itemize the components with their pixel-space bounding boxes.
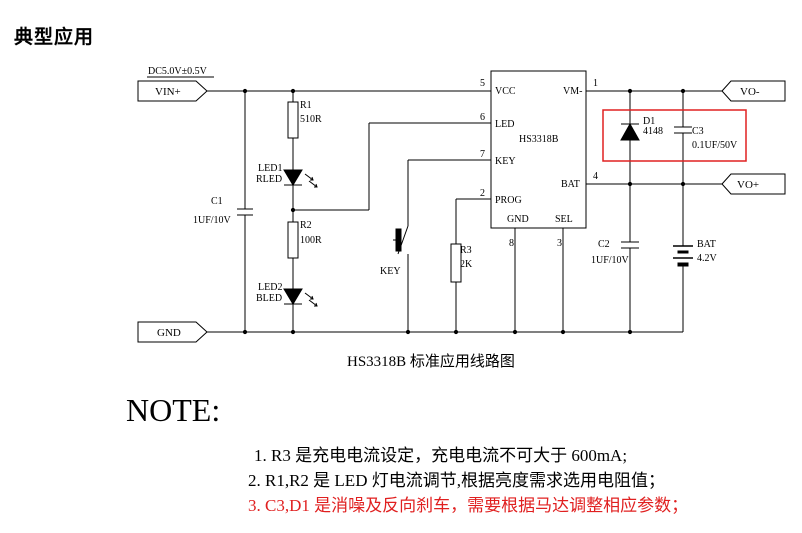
r1-ref: R1 [300,100,312,111]
pin-number-prog: 2 [480,188,485,199]
c2-value: 1UF/10V [591,255,630,266]
r2-value: 100R [300,235,322,246]
led1-emission-arrowhead [314,183,318,188]
vo-plus-label: VO+ [737,179,759,191]
ic-pin-vcc: VCC [495,86,516,97]
vo-plus-port [721,173,786,195]
led2-emission-arrowhead [314,302,318,307]
c2-ref: C2 [598,239,610,250]
r2-ref: R2 [300,220,312,231]
ic-pin-prog: PROG [495,195,522,206]
led2-diode [283,288,303,305]
junction-dot [627,181,633,187]
junction-dot [290,207,296,213]
bat-plate-short-2 [677,262,689,267]
key-label: KEY [380,266,401,277]
junction-dot [405,329,411,335]
led1-name: RLED [256,174,282,185]
junction-dot [290,329,296,335]
ic-pin-gnd: GND [507,214,529,225]
ic-pin-key: KEY [495,156,516,167]
led2-emission-arrow [304,292,314,300]
vin-port-label: VIN+ [155,86,181,98]
section-heading: 典型应用 [14,26,95,48]
gnd-port [137,321,208,343]
led2-name: BLED [256,293,282,304]
vo-minus-label: VO- [740,86,760,98]
junction-dot [453,329,459,335]
r3-ref: R3 [460,245,472,256]
input-spec-label: DC5.0V±0.5V [148,66,208,77]
d1-value: 4148 [643,126,663,137]
r1-value: 510R [300,114,322,125]
bat-ref: BAT [697,239,716,250]
pin-number-key: 7 [480,149,485,160]
c3-ref: C3 [692,126,704,137]
bat-value: 4.2V [697,253,718,264]
pin-number-vcc: 5 [480,78,485,89]
note-item: 2. R1,R2 是 LED 灯电流调节,根据亮度需求选用电阻值； [248,471,665,490]
led2-emission-arrow [308,299,318,307]
c3-d1-highlight-box [602,109,747,162]
c1-ref: C1 [211,196,223,207]
ic-name: HS3318B [519,134,559,145]
gnd-port-label: GND [157,327,181,339]
led1-diode [283,169,303,186]
junction-dot [680,181,686,187]
pin-number-sel: 3 [557,238,562,249]
led2-emission-arrowhead [310,295,314,300]
junction-dot [512,329,518,335]
ic-body [490,70,587,229]
led2-ref: LED2 [258,282,282,293]
c3-value: 0.1UF/50V [692,140,738,151]
junction-dot [242,329,248,335]
vin-port [137,80,208,102]
junction-dot [680,88,686,94]
note-title: NOTE: [126,392,221,428]
led1-ref: LED1 [258,163,282,174]
led1-emission-arrow [304,173,314,181]
note-item-highlighted: 3. C3,D1 是消噪及反向刹车，需要根据马达调整相应参数； [248,496,689,515]
r2-resistor [287,221,299,259]
c1-value: 1UF/10V [193,215,232,226]
r1-resistor [287,101,299,139]
junction-dot [627,329,633,335]
led1-emission-arrow [308,180,318,188]
d1-diode [620,122,640,141]
junction-dot [242,88,248,94]
pin-number-led: 6 [480,112,485,123]
schematic-diagram: DC5.0V±0.5V VIN+ GND VO- VO+ C1 1UF/10V … [137,66,786,343]
bat-plate-short-1 [677,250,689,254]
ic-pin-sel: SEL [555,214,573,225]
diagram-caption: HS3318B 标准应用线路图 [347,354,515,370]
d1-ref: D1 [643,116,655,127]
junction-dot [290,88,296,94]
junction-dot [627,88,633,94]
vo-minus-port [721,80,786,102]
note-item: 1. R3 是充电电流设定，充电电流不可大于 600mA; [254,446,628,465]
ic-pin-led: LED [495,119,514,130]
led1-emission-arrowhead [310,176,314,181]
r3-value: 2K [460,259,473,270]
pin-number-gnd: 8 [509,238,514,249]
ic-pin-bat: BAT [561,179,580,190]
pin-number-vm: 1 [593,78,598,89]
pin-number-bat: 4 [593,171,598,182]
junction-dot [560,329,566,335]
ic-pin-vm: VM- [563,86,582,97]
